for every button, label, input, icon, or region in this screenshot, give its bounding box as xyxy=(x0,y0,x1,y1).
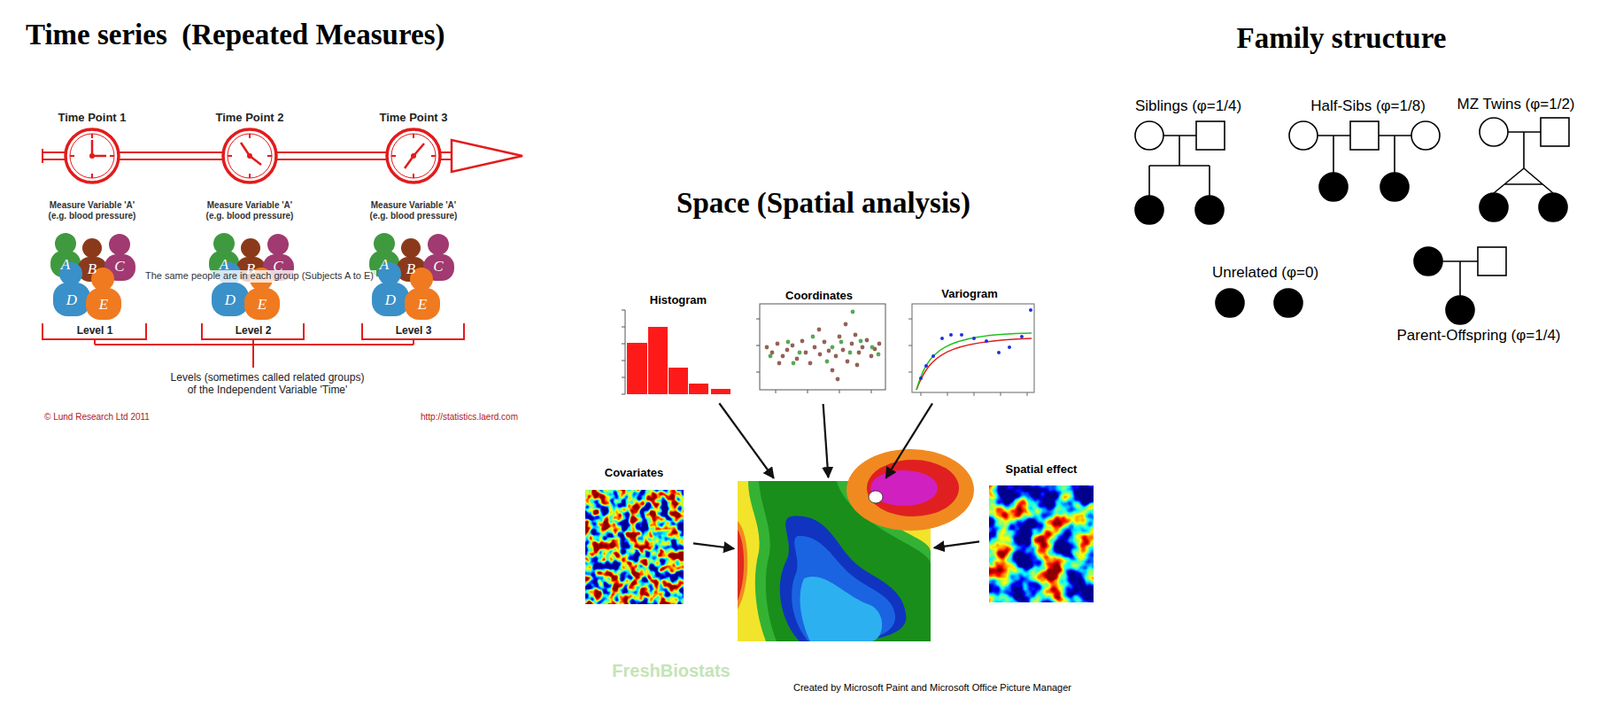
subject-letter: B xyxy=(406,260,416,279)
measure-note: Measure Variable 'A' (e.g. blood pressur… xyxy=(42,200,142,222)
pedigrees xyxy=(1135,117,1570,325)
subject-letter: A xyxy=(379,255,389,274)
spatial-effect-image xyxy=(989,485,1094,603)
prediction-map xyxy=(737,448,974,642)
overlay-note: The same people are in each group (Subje… xyxy=(142,270,377,282)
panel-heading: Variogram xyxy=(896,286,1043,302)
subject-letter: D xyxy=(224,291,236,310)
level-label: Level 2 xyxy=(235,324,272,337)
histogram-chart xyxy=(621,309,731,395)
credit-note: Created by Microsoft Paint and Microsoft… xyxy=(793,681,1072,694)
panel-heading: Coordinates xyxy=(746,288,892,303)
source-url: http://statistics.laerd.com xyxy=(420,411,518,423)
panel-heading: Histogram xyxy=(618,293,739,308)
section-heading: Family structure xyxy=(1236,21,1447,57)
covariate-image xyxy=(585,489,684,604)
input-arrow xyxy=(823,403,829,478)
subject-letter: C xyxy=(432,257,443,276)
pedigree-label: MZ Twins (φ=1/2) xyxy=(1456,95,1575,114)
copyright-note: © Lund Research Ltd 2011 xyxy=(44,411,150,423)
subject-letter: E xyxy=(417,295,427,314)
subject-letter: E xyxy=(257,295,267,314)
input-arrow xyxy=(934,541,980,548)
pedigree-label: Half-Sibs (φ=1/8) xyxy=(1310,97,1426,116)
panel-heading: Covariates xyxy=(578,465,690,480)
scatter-chart xyxy=(756,303,886,394)
histogram-panel: Histogram xyxy=(618,293,739,401)
spatial-effect-panel: Spatial effect xyxy=(982,462,1100,604)
measure-note: Measure Variable 'A' (e.g. blood pressur… xyxy=(200,200,300,222)
subject-letter: E xyxy=(99,295,109,314)
subject-letter: A xyxy=(61,255,70,274)
measure-note: Measure Variable 'A' (e.g. blood pressur… xyxy=(363,200,464,222)
timeline xyxy=(42,129,523,183)
pedigree-label: Parent-Offspring (φ=1/4) xyxy=(1396,326,1561,345)
time-point-label: Time Point 1 xyxy=(57,110,126,125)
pedigree-label: Siblings (φ=1/4) xyxy=(1135,97,1242,116)
input-arrow xyxy=(693,542,735,549)
time-point-label: Time Point 3 xyxy=(378,110,448,125)
subject-letter: B xyxy=(87,260,97,279)
section-heading: Space (Spatial analysis) xyxy=(676,185,971,222)
variogram-panel: Variogram xyxy=(896,286,1043,401)
watermark: FreshBiostats xyxy=(611,659,730,681)
input-arrow xyxy=(886,402,933,478)
level-label: Level 1 xyxy=(77,324,114,337)
subject-letter: D xyxy=(66,291,78,310)
section-heading: Time series (Repeated Measures) xyxy=(25,17,446,54)
level-brackets xyxy=(42,323,464,368)
axis-note: Levels (sometimes called related groups)… xyxy=(168,371,368,397)
covariate-panel: Covariates xyxy=(578,465,690,606)
subject-letter: D xyxy=(385,291,396,310)
pedigree-label: Unrelated (φ=0) xyxy=(1212,263,1319,282)
subject-figures xyxy=(50,232,455,320)
input-arrow xyxy=(718,402,773,479)
scatter-panel: Coordinates xyxy=(746,288,892,401)
panel-heading: Spatial effect xyxy=(982,462,1100,477)
level-label: Level 3 xyxy=(395,324,433,337)
map-panel xyxy=(737,480,931,642)
subject-letter: C xyxy=(114,257,124,276)
variogram-chart xyxy=(908,303,1035,396)
time-point-label: Time Point 2 xyxy=(215,110,284,125)
